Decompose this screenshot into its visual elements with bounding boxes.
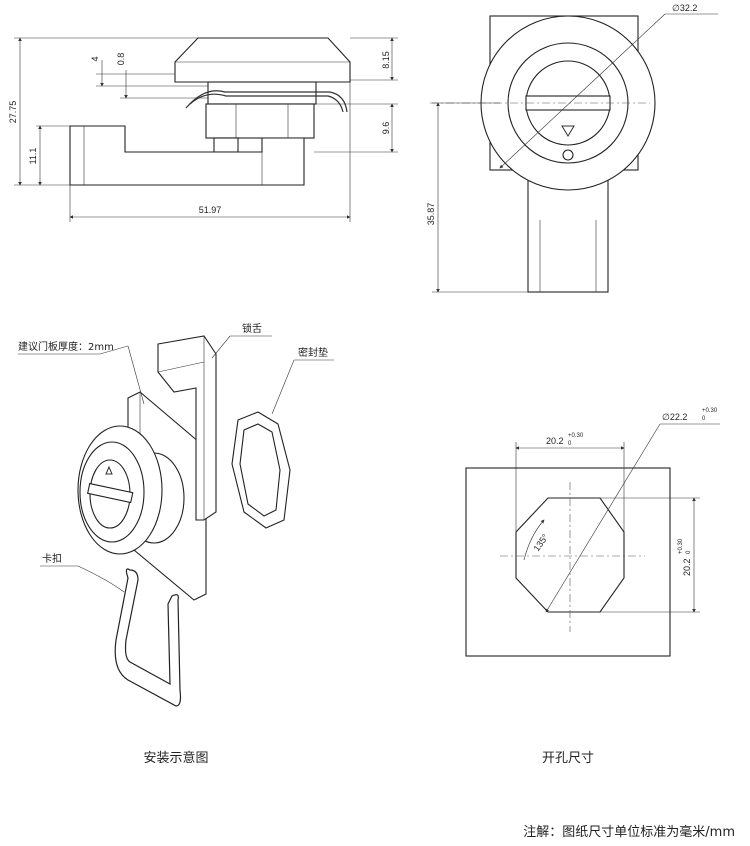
label-tongue: 锁舌: [242, 322, 262, 335]
caption-cutout: 开孔尺寸: [542, 751, 594, 766]
caption-assembly: 安装示意图: [143, 750, 208, 766]
dim-cutout-height-tol-upper: +0.30: [678, 538, 684, 554]
dim-diameter: ∅32.2: [672, 3, 697, 13]
dim-cutout-width: 20.2: [546, 436, 564, 446]
clip: [114, 568, 182, 707]
cam-tongue: [69, 125, 305, 186]
stem: [213, 137, 239, 153]
dim-cutout-height: 20.2: [682, 558, 692, 576]
label-panel-thickness: 建议门板厚度：2mm: [18, 340, 114, 353]
units-note: 注解：图纸尺寸单位标准为毫米/mm: [523, 824, 735, 840]
dim-cam-length: 51.97: [199, 205, 222, 215]
dim-top-gap: 4: [90, 56, 100, 61]
dim-cutout-width-tol-lower: 0: [568, 441, 572, 447]
triangle-icon: [561, 125, 575, 137]
dim-cutout-diameter-tol-upper: +0.30: [702, 408, 718, 414]
dim-cam-height: 11.1: [28, 148, 38, 165]
dim-cutout-height-tol-lower: 0: [686, 550, 692, 554]
indicator-dot: [562, 149, 574, 161]
assembly-view: 锁舌 建议门板厚度：2mm 密封垫 卡扣 安装示意图: [18, 322, 334, 766]
dim-body-height: 9.6: [381, 122, 391, 135]
spring-clip: [185, 90, 348, 113]
side-view: 27.75 11.1 4 0.8 8.15 9.6 51.97: [8, 37, 398, 222]
lock-slot: [86, 482, 134, 504]
assembly-tongue: [157, 335, 217, 521]
gasket-inner: [239, 423, 281, 517]
dim-total-height: 27.75: [8, 101, 18, 124]
dim-front-height: 35.87: [426, 203, 436, 226]
lock-neck: [207, 81, 317, 105]
lock-head: [174, 37, 351, 83]
dim-head-height: 8.15: [381, 51, 391, 69]
hex-nut: [205, 103, 315, 139]
dim-cutout-diameter-tol-lower: 0: [702, 416, 706, 422]
dim-cutout-width-tol-upper: +0.30: [568, 433, 584, 439]
label-gasket: 密封垫: [298, 346, 328, 359]
label-clip: 卡扣: [42, 552, 62, 565]
dim-cutout-diameter: ∅22.2: [662, 412, 687, 422]
lock-triangle-icon: [105, 465, 113, 475]
cutout-view: 135° ∅22.2 +0.30 0 20.2 +0.30 0 20.2 +0.…: [465, 408, 720, 766]
dim-top-gap-2: 0.8: [116, 53, 126, 66]
front-view: ∅32.2 35.87: [426, 3, 718, 293]
